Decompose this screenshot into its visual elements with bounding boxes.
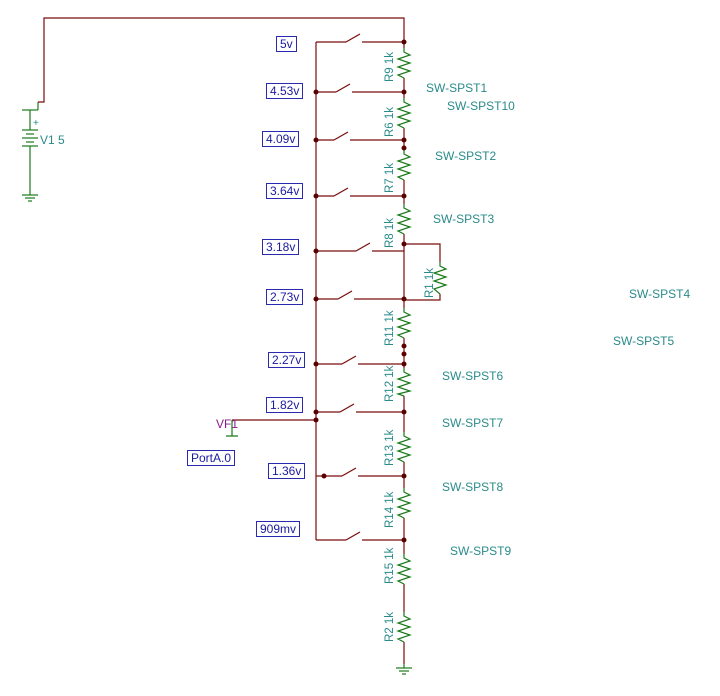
voltage-probe: 4.53v [266, 83, 304, 99]
resistor-label: R6 1k [384, 106, 396, 137]
ground-symbol-source [22, 190, 38, 202]
resistor-label: R1 1k [424, 267, 436, 298]
junction-dots [313, 39, 407, 543]
switch-label: SW-SPST2 [435, 149, 497, 163]
source-label: V1 5 [40, 133, 65, 147]
voltage-probe: 2.73v [266, 289, 304, 305]
voltage-probe: 909mv [256, 521, 301, 537]
switch-label: SW-SPST8 [442, 480, 504, 494]
resistor-label: R2 1k [384, 611, 396, 642]
resistor-label: R8 1k [384, 217, 396, 248]
switch-label: SW-SPST5 [613, 334, 675, 348]
voltage-probe: 5v [276, 36, 297, 52]
voltage-probe: 1.82v [266, 397, 304, 413]
switch-label: SW-SPST6 [442, 369, 504, 383]
voltage-probe: 4.09v [262, 131, 300, 147]
resistor-zigzags [395, 48, 448, 643]
voltage-probe: 3.18v [262, 239, 300, 255]
ground-symbol-divider [396, 664, 412, 675]
port-label: PortA.0 [187, 450, 236, 466]
probe-label: VF1 [216, 417, 239, 431]
resistor-label: R14 1k [384, 491, 396, 528]
switch-label: SW-SPST10 [447, 99, 515, 113]
resistor-label: R9 1k [384, 51, 396, 82]
voltage-probe: 2.27v [268, 352, 306, 368]
switch-label: SW-SPST4 [629, 287, 691, 301]
source-plus-sign: + [33, 118, 39, 129]
resistor-label: R7 1k [384, 162, 396, 193]
switch-label: SW-SPST3 [433, 212, 495, 226]
resistor-label: R15 1k [384, 547, 396, 584]
resistor-label: R12 1k [384, 365, 396, 402]
voltage-probe: 1.36v [268, 463, 306, 479]
resistor-label: R13 1k [384, 429, 396, 466]
switch-blades [333, 33, 371, 541]
battery-v1 [22, 102, 39, 190]
voltage-probe: 3.64v [266, 183, 304, 199]
switch-label: SW-SPST1 [426, 81, 488, 95]
switch-label: SW-SPST7 [442, 416, 504, 430]
resistor-label: R11 1k [384, 310, 396, 346]
switch-label: SW-SPST9 [450, 544, 512, 558]
